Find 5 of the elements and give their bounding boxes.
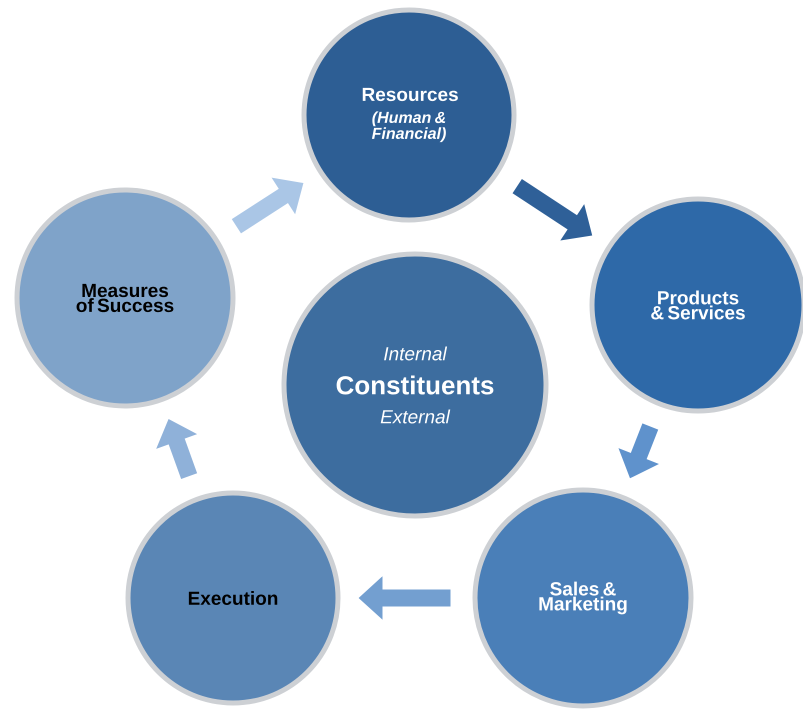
circle-node: Execution [126, 490, 340, 706]
circle-node: Measures of Success [14, 188, 236, 408]
circle-node: Sales & Marketing [472, 488, 694, 708]
circle-node: Internal Constituents External [282, 252, 548, 518]
circle-node: Resources (Human & Financial) [302, 8, 516, 222]
